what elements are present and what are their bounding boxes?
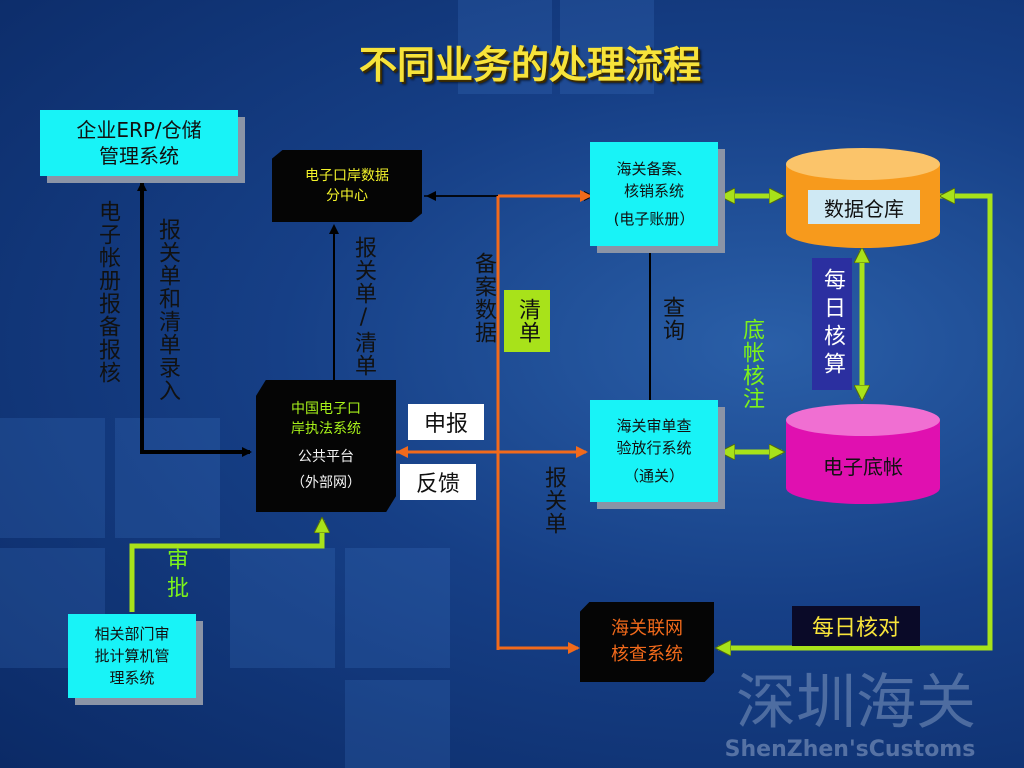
watermark-cn: 深圳海关 bbox=[736, 667, 976, 738]
label-approval: 审批 bbox=[163, 548, 188, 604]
node-erp-line1: 企业ERP/仓储 bbox=[76, 118, 202, 142]
node-customs-review-line3: （通关） bbox=[623, 467, 684, 485]
node-port-data-center-line2: 分中心 bbox=[326, 188, 368, 204]
node-customs-network: 海关联网 核查系统 bbox=[580, 602, 714, 682]
arrow-erp-to-eport bbox=[140, 190, 252, 457]
green-warehouse-network bbox=[718, 193, 993, 648]
bg-tile bbox=[345, 680, 450, 768]
node-data-warehouse-label: 数据仓库 bbox=[808, 190, 920, 224]
node-china-eport: 中国电子口 岸执法系统 公共平台 （外部网） bbox=[256, 380, 396, 512]
node-erp: 企业ERP/仓储 管理系统 bbox=[40, 110, 238, 176]
node-customs-record: 海关备案、 核销系统 (电子账册） bbox=[590, 142, 718, 246]
label-daily-calc-text: 每日核算 bbox=[820, 268, 845, 380]
node-dept-approval: 相关部门审 批计算机管 理系统 bbox=[68, 614, 196, 698]
label-declaration: 报关单 bbox=[541, 466, 566, 535]
label-query: 查询 bbox=[659, 296, 684, 342]
watermark-en: ShenZhen'sCustoms bbox=[724, 736, 976, 762]
node-customs-record-line3: (电子账册） bbox=[613, 210, 695, 228]
label-e-ledger-report: 电子帐册报备报核 bbox=[95, 200, 120, 384]
label-declaration-list: 报关单/清单 bbox=[351, 236, 376, 377]
node-china-eport-line3: 公共平台 bbox=[298, 449, 354, 465]
node-customs-record-line2: 核销系统 bbox=[623, 182, 684, 200]
bg-tile bbox=[560, 0, 654, 94]
label-declare: 申报 bbox=[408, 404, 484, 440]
node-customs-review-line2: 验放行系统 bbox=[616, 439, 692, 457]
label-declaration-entry: 报关单和清单录入 bbox=[155, 218, 180, 402]
label-record-data: 备案数据 bbox=[471, 252, 496, 344]
node-dept-approval-line1: 相关部门审 bbox=[94, 625, 170, 643]
label-manifest-text: 清单 bbox=[515, 298, 540, 344]
label-daily-calc: 每日核算 bbox=[812, 258, 852, 390]
node-customs-record-line1: 海关备案、 bbox=[616, 160, 692, 178]
node-erp-line2: 管理系统 bbox=[99, 144, 179, 168]
label-ledger-verify: 底帐核注 bbox=[739, 318, 764, 410]
node-customs-network-line2: 核查系统 bbox=[611, 644, 683, 665]
node-china-eport-line4: （外部网） bbox=[291, 475, 361, 491]
green-dept-eport bbox=[129, 520, 322, 612]
page-title: 不同业务的处理流程 bbox=[358, 42, 701, 87]
node-port-data-center: 电子口岸数据 分中心 bbox=[272, 150, 422, 222]
node-electronic-ledger-label: 电子底帐 bbox=[823, 454, 903, 479]
bg-tile bbox=[345, 548, 450, 668]
bg-tile bbox=[115, 418, 220, 538]
node-port-data-center-line1: 电子口岸数据 bbox=[305, 168, 389, 184]
label-feedback: 反馈 bbox=[400, 464, 476, 500]
node-dept-approval-line2: 批计算机管 bbox=[94, 647, 170, 665]
label-manifest: 清单 bbox=[504, 290, 550, 352]
node-china-eport-line1: 中国电子口 bbox=[291, 401, 361, 417]
bg-tile bbox=[458, 0, 552, 94]
label-daily-check: 每日核对 bbox=[792, 606, 920, 646]
bg-tile bbox=[0, 418, 105, 538]
node-customs-network-line1: 海关联网 bbox=[611, 618, 683, 639]
node-china-eport-line2: 岸执法系统 bbox=[291, 421, 361, 437]
node-customs-review: 海关审单查 验放行系统 （通关） bbox=[590, 400, 718, 502]
bg-tile bbox=[230, 548, 335, 668]
node-electronic-ledger bbox=[786, 404, 940, 504]
node-customs-review-line1: 海关审单查 bbox=[616, 417, 692, 435]
node-dept-approval-line3: 理系统 bbox=[109, 669, 155, 687]
